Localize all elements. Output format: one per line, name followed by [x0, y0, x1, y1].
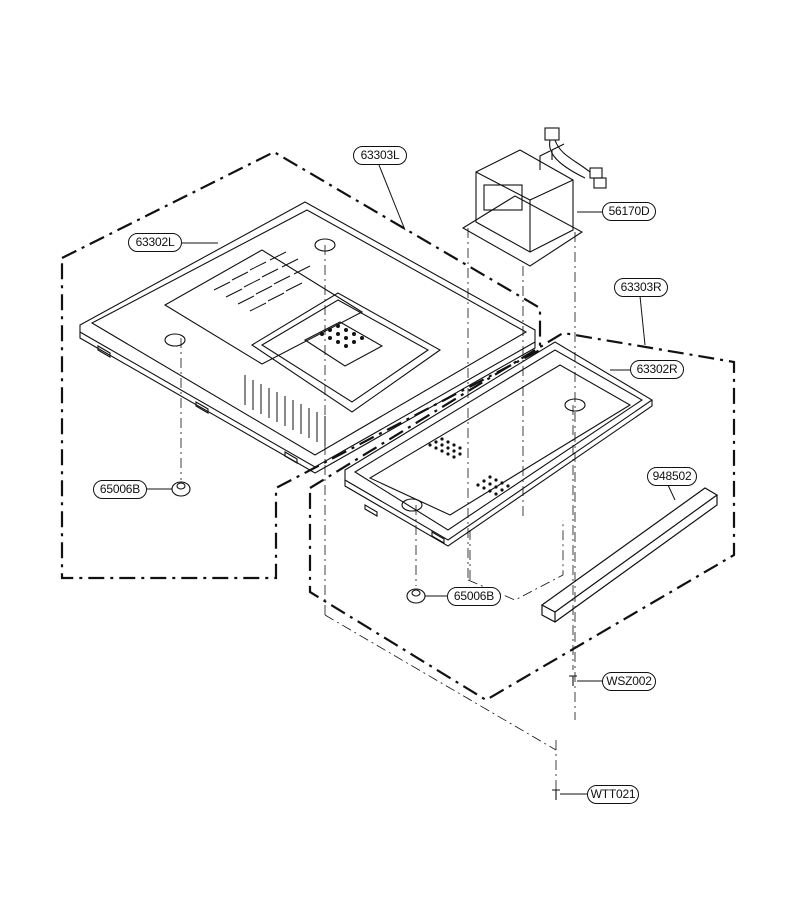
transformer [461, 127, 607, 267]
callout-948502: 948502 [647, 467, 697, 486]
base-plate-right [344, 341, 654, 547]
leader-lines [145, 164, 676, 795]
callout-63302L: 63302L [128, 233, 182, 252]
assembly-boundary-right [308, 331, 736, 702]
callout-63303R: 63303R [614, 278, 668, 297]
callout-WTT021: WTT021 [587, 785, 639, 804]
callout-56170D: 56170D [602, 202, 656, 221]
nut-65006B-right [406, 588, 426, 604]
vent-slots-left-plate [213, 251, 326, 446]
screw-WTT021 [552, 789, 560, 800]
callout-63303L: 63303L [353, 146, 407, 165]
callout-WSZ002: WSZ002 [602, 672, 656, 691]
assembly-guide-lines [180, 228, 576, 790]
nut-65006B-left [171, 481, 191, 497]
mesh-grid-right-plate [428, 437, 510, 496]
screw-WSZ002 [569, 675, 577, 686]
callout-63302R: 63302R [630, 360, 684, 379]
assembly-boundary-left [60, 150, 542, 580]
spacer-bar [540, 487, 719, 623]
mesh-grid-left-plate [320, 324, 364, 348]
base-plate-left [79, 201, 536, 474]
callout-65006B-right: 65006B [447, 587, 501, 606]
callout-65006B-left: 65006B [93, 480, 147, 499]
